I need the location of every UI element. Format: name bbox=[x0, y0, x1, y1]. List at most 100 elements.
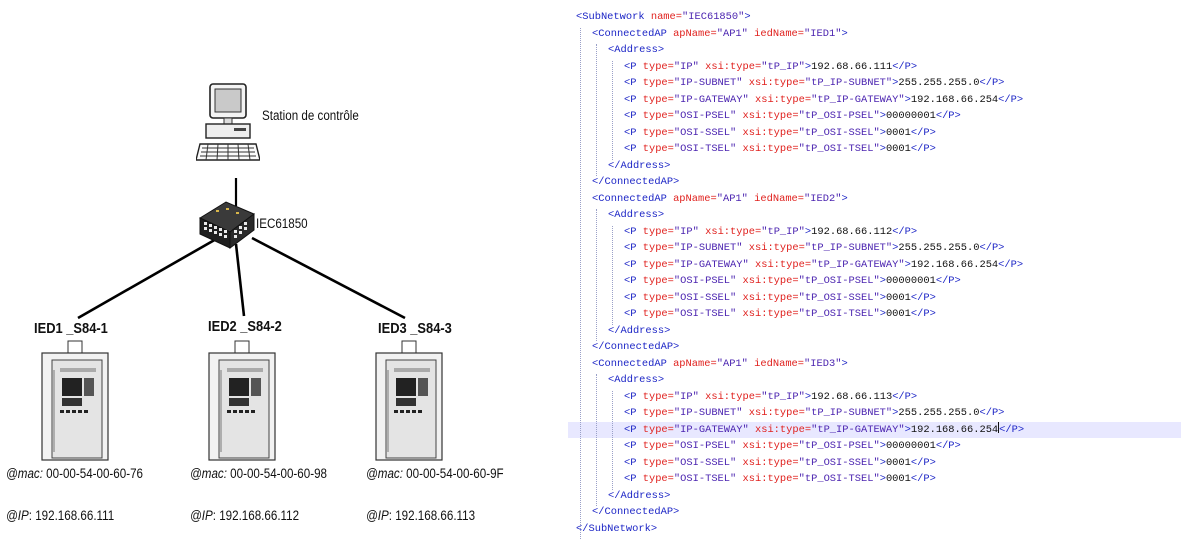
xml-line: <P type="IP-SUBNET" xsi:type="tP_IP-SUBN… bbox=[624, 405, 1004, 421]
xml-token: > bbox=[879, 143, 886, 155]
xml-token: </P> bbox=[998, 258, 1024, 271]
xml-token: </P> bbox=[910, 456, 936, 469]
xml-token: xsi:type= bbox=[736, 126, 799, 139]
xml-token: "tP_IP-SUBNET" bbox=[804, 407, 893, 419]
xml-token: "OSI-PSEL" bbox=[673, 440, 737, 452]
xml-token: > bbox=[744, 11, 751, 23]
xml-token: xsi:type= bbox=[698, 225, 762, 238]
xml-token: "AP1" bbox=[716, 27, 748, 40]
link-switch-ied1 bbox=[77, 236, 219, 320]
ied-ip-address: @IP: 192.168.66.111 bbox=[6, 508, 115, 523]
xml-token: "tP_IP-SUBNET" bbox=[804, 77, 893, 89]
ied-relay-icon bbox=[41, 340, 109, 461]
xml-code-view: <SubNetwork name="IEC61850"><ConnectedAP… bbox=[568, 0, 1181, 559]
xml-token: type= bbox=[642, 275, 674, 287]
indent-guide bbox=[596, 374, 597, 506]
xml-token: <ConnectedAP bbox=[592, 27, 674, 40]
switch-label: IEC61850 bbox=[256, 216, 308, 231]
xml-token: xsi:type= bbox=[698, 390, 762, 403]
xml-line: </ConnectedAP> bbox=[592, 339, 679, 355]
xml-line: <P type="IP-SUBNET" xsi:type="tP_IP-SUBN… bbox=[624, 75, 1004, 91]
xml-token: </P> bbox=[910, 126, 936, 139]
xml-token: 255.255.255.0 bbox=[898, 242, 980, 254]
station-label: Station de contrôle bbox=[262, 108, 359, 123]
xml-token: "IP" bbox=[673, 225, 699, 238]
xml-token: > bbox=[879, 473, 886, 485]
xml-line: <P type="IP-GATEWAY" xsi:type="tP_IP-GAT… bbox=[568, 421, 1181, 438]
ied-ip-address: @IP: 192.168.66.113 bbox=[366, 508, 476, 523]
xml-token: xsi:type= bbox=[736, 456, 799, 469]
xml-line: </Address> bbox=[608, 158, 670, 174]
xml-token: > bbox=[879, 456, 886, 469]
indent-guide bbox=[612, 225, 613, 325]
xml-token: <Address> bbox=[608, 374, 665, 386]
xml-token: "OSI-SSEL" bbox=[673, 126, 737, 139]
xml-line: <P type="IP-SUBNET" xsi:type="tP_IP-SUBN… bbox=[624, 240, 1004, 256]
xml-token: </P> bbox=[979, 407, 1005, 419]
xml-token: type= bbox=[642, 77, 674, 89]
xml-token: <P bbox=[624, 291, 643, 304]
xml-token: apName= bbox=[673, 192, 717, 205]
xml-line: <P type="OSI-TSEL" xsi:type="tP_OSI-TSEL… bbox=[624, 306, 936, 322]
xml-token: 0001 bbox=[885, 308, 911, 320]
xml-token: </P> bbox=[910, 143, 936, 155]
xml-token: 0001 bbox=[885, 143, 911, 155]
xml-token: xsi:type= bbox=[748, 423, 812, 436]
xml-token: type= bbox=[642, 60, 674, 73]
xml-token: > bbox=[804, 225, 812, 238]
xml-token: type= bbox=[642, 456, 674, 469]
xml-token: type= bbox=[642, 242, 674, 254]
xml-line: </Address> bbox=[608, 323, 670, 339]
xml-token: </P> bbox=[979, 77, 1005, 89]
xml-token: "tP_IP" bbox=[761, 60, 805, 73]
xml-token: xsi:type= bbox=[748, 258, 812, 271]
xml-token: 0001 bbox=[885, 126, 911, 139]
ied-relay-icon bbox=[208, 340, 276, 461]
xml-token: <P bbox=[624, 258, 643, 271]
xml-token: type= bbox=[642, 440, 674, 452]
xml-line: <P type="IP-GATEWAY" xsi:type="tP_IP-GAT… bbox=[624, 92, 1023, 108]
xml-token: iedName= bbox=[747, 357, 805, 370]
xml-token: "tP_OSI-SSEL" bbox=[798, 456, 880, 469]
xml-line: <ConnectedAP apName="AP1" iedName="IED1"… bbox=[592, 26, 848, 42]
xml-token: > bbox=[904, 423, 911, 436]
xml-line: <ConnectedAP apName="AP1" iedName="IED2"… bbox=[592, 191, 848, 207]
xml-token: <P bbox=[624, 143, 643, 155]
xml-token: </P> bbox=[998, 93, 1024, 106]
xml-token: <P bbox=[624, 440, 643, 452]
link-switch-ied2 bbox=[234, 243, 246, 317]
xml-token: > bbox=[892, 242, 899, 254]
xml-token: "IEC61850" bbox=[682, 11, 745, 23]
xml-line: <P type="IP-GATEWAY" xsi:type="tP_IP-GAT… bbox=[624, 257, 1023, 273]
xml-token: xsi:type= bbox=[736, 473, 799, 485]
xml-token: "tP_OSI-TSEL" bbox=[798, 308, 880, 320]
xml-token: xsi:type= bbox=[736, 275, 799, 287]
text-cursor bbox=[998, 421, 1000, 433]
xml-token: type= bbox=[642, 225, 674, 238]
indent-guide bbox=[612, 390, 613, 490]
xml-token: 00000001 bbox=[885, 275, 936, 287]
xml-token: xsi:type= bbox=[742, 77, 805, 89]
xml-token: "IP-GATEWAY" bbox=[673, 93, 749, 106]
xml-token: 0001 bbox=[885, 473, 911, 485]
ied-name: IED3 _S84-3 bbox=[378, 320, 452, 337]
xml-token: <P bbox=[624, 275, 643, 287]
ied-name: IED2 _S84-2 bbox=[208, 318, 282, 335]
network-diagram: Station de contrôle IEC61850 IED1 _S84-1 bbox=[0, 0, 560, 559]
xml-token: </P> bbox=[999, 423, 1025, 436]
xml-token: <P bbox=[624, 407, 643, 419]
xml-token: type= bbox=[642, 473, 674, 485]
xml-token: "OSI-PSEL" bbox=[673, 275, 737, 287]
xml-token: </P> bbox=[892, 225, 918, 238]
xml-token: > bbox=[904, 93, 911, 106]
xml-token: "tP_IP-GATEWAY" bbox=[811, 258, 905, 271]
xml-token: 192.68.66.111 bbox=[811, 60, 893, 73]
xml-token: </Address> bbox=[608, 159, 671, 172]
xml-line: <P type="OSI-PSEL" xsi:type="tP_OSI-PSEL… bbox=[624, 273, 961, 289]
xml-token: 0001 bbox=[885, 291, 911, 304]
xml-token: "tP_IP-SUBNET" bbox=[804, 242, 893, 254]
ied-mac-address: @mac: 00-00-54-00-60-76 bbox=[6, 466, 143, 481]
xml-token: </ConnectedAP> bbox=[592, 341, 680, 353]
xml-line: <P type="IP" xsi:type="tP_IP">192.68.66.… bbox=[624, 389, 917, 405]
xml-line: <ConnectedAP apName="AP1" iedName="IED3"… bbox=[592, 356, 848, 372]
